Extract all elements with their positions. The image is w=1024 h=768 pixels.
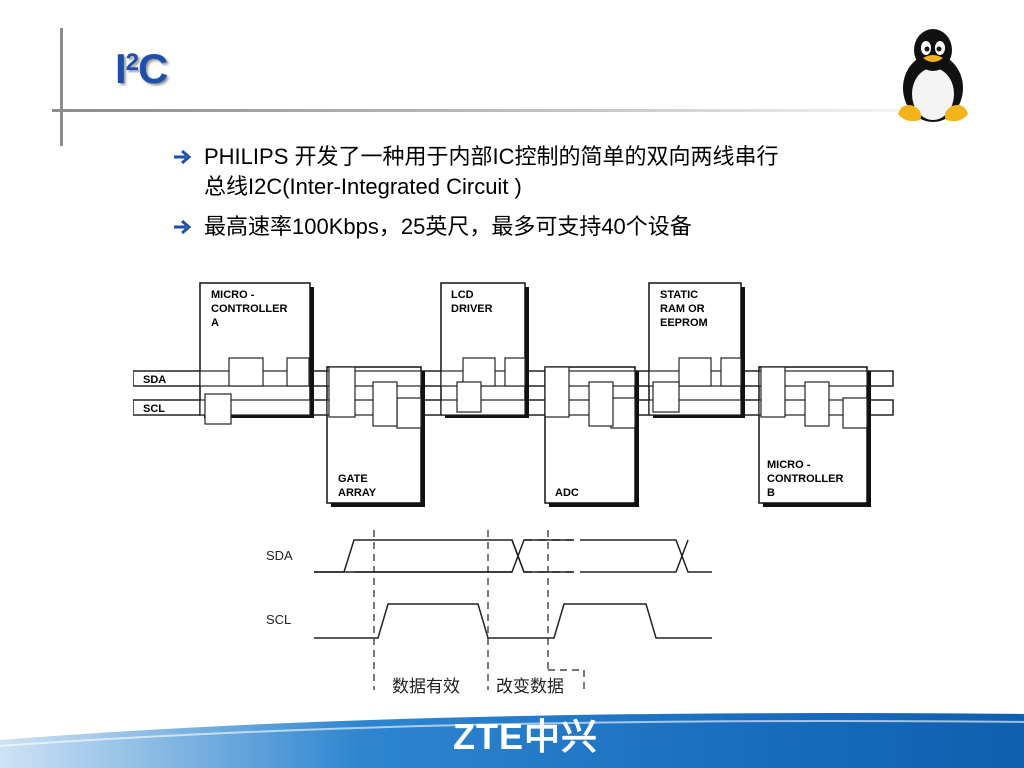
data-valid-label: 数据有效: [392, 677, 460, 696]
device-label: ADC: [555, 487, 579, 499]
data-change-label: 改变数据: [496, 677, 564, 696]
bullet-item: PHILIPS 开发了一种用于内部IC控制的简单的双向两线串行 总线I2C(In…: [172, 142, 972, 202]
tux-penguin-icon: [898, 29, 968, 122]
sda-line-label: SDA: [143, 374, 166, 386]
i2c-timing-diagram: SDA SCL 数据有效 改变数据: [262, 520, 722, 698]
device-label: GATE ARRAY: [338, 473, 377, 499]
bullet-list: PHILIPS 开发了一种用于内部IC控制的简单的双向两线串行 总线I2C(In…: [172, 142, 972, 252]
zte-logo: ZTE中兴: [453, 716, 598, 757]
scl-waveform: [314, 603, 712, 639]
title-horizontal-rule: [52, 109, 972, 112]
bullet-text-line: 总线I2C(Inter-Integrated Circuit ): [204, 174, 522, 199]
footer-band: [0, 713, 1024, 768]
timing-scl-label: SCL: [266, 612, 291, 627]
device-label: LCD DRIVER: [451, 289, 493, 315]
device-label: MICRO - CONTROLLER B: [767, 459, 846, 499]
timing-guides: [373, 530, 585, 690]
bullet-item: 最高速率100Kbps，25英尺，最多可支持40个设备: [172, 212, 972, 242]
arrow-right-icon: [174, 219, 192, 235]
i2c-bus-diagram: SDA SCL MICRO - CONTROLLER A LCD DRIVER …: [133, 282, 894, 507]
device-label: STATIC RAM OR EEPROM: [660, 289, 708, 329]
bullet-text-line: 最高速率100Kbps，25英尺，最多可支持40个设备: [204, 214, 692, 239]
arrow-right-icon: [174, 149, 192, 165]
bullet-text-line: PHILIPS 开发了一种用于内部IC控制的简单的双向两线串行: [204, 144, 779, 169]
title-vertical-rule: [60, 28, 63, 146]
sda-waveform: [314, 539, 712, 573]
device-label: MICRO - CONTROLLER A: [211, 289, 290, 329]
scl-line-label: SCL: [143, 403, 165, 415]
timing-sda-label: SDA: [266, 548, 293, 563]
slide-title: I2C: [115, 45, 168, 92]
